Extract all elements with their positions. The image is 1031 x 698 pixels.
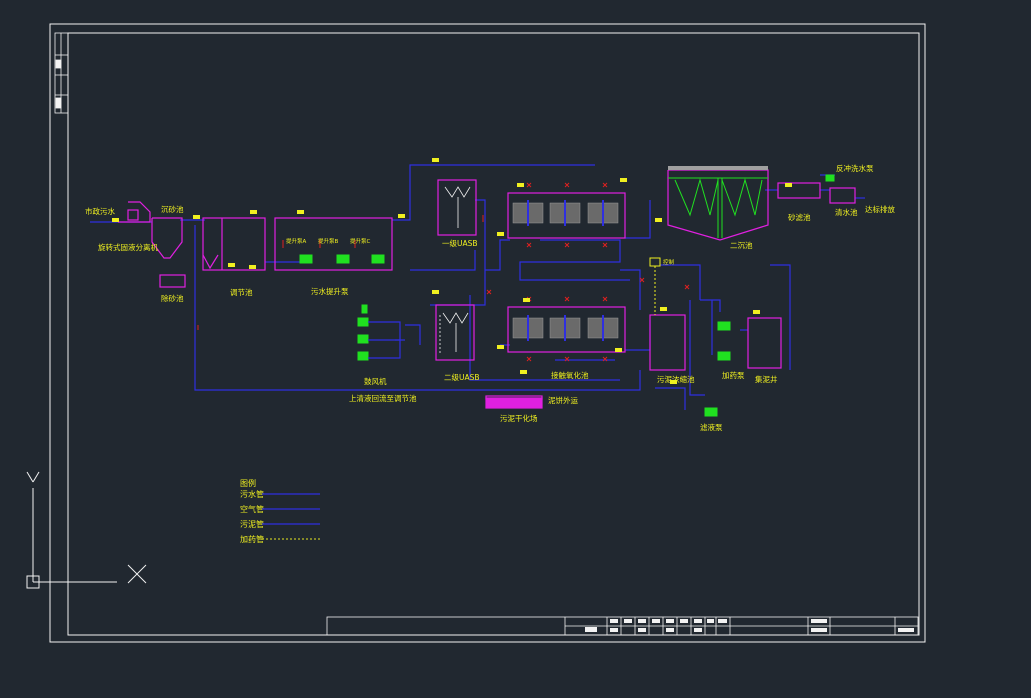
clarifier-bridge — [668, 166, 768, 170]
label-backwash: 反冲洗水泵 — [836, 163, 874, 173]
grit-bin-shape — [159, 274, 186, 288]
valve-markers — [197, 182, 690, 362]
sand-filter-shape — [777, 182, 821, 199]
legend-label-0: 污水管 — [240, 489, 264, 499]
control-box — [649, 257, 661, 267]
label-clarifier: 二沉池 — [730, 240, 753, 250]
uasb-internals — [439, 186, 471, 355]
label-sludge-dewater: 污泥干化场 — [500, 413, 538, 423]
filtrate-pump-shape — [704, 407, 718, 417]
label-sewage-inlet: 市政污水 — [85, 206, 115, 216]
contact-oxidation-lower — [507, 306, 626, 353]
equalization-tank-shape — [202, 217, 266, 271]
label-blower: 鼓风机 — [364, 376, 387, 386]
uasb-1-shape — [437, 179, 477, 236]
label-contact-oxidation: 接触氧化池 — [551, 370, 589, 380]
label-uasb-2: 二级UASB — [444, 372, 480, 382]
oxidation-media — [512, 202, 619, 339]
outer-frame — [49, 23, 926, 643]
legend: 图例 污水管 空气管 污泥管 加药管 — [240, 478, 320, 544]
clear-water-shape — [829, 187, 856, 204]
sewage-pipes — [90, 164, 865, 410]
label-pump-b: 提升泵B — [318, 237, 339, 245]
blower-pipes — [368, 321, 401, 359]
clarifier-internals — [668, 177, 768, 238]
label-control: 控制 — [663, 258, 675, 266]
sludge-pump-shape — [717, 351, 731, 361]
equipment-tags — [112, 158, 792, 384]
label-dosing-pump: 加药泵 — [722, 370, 745, 380]
legend-label-2: 污泥管 — [240, 519, 264, 529]
label-clear-water: 清水池 — [835, 207, 858, 217]
hydrolysis-tank-shape — [274, 217, 393, 271]
grit-chamber-shape — [151, 217, 183, 259]
binding-strip — [54, 32, 69, 114]
label-grit-bin: 除砂池 — [161, 293, 184, 303]
reuse-well-shape — [747, 317, 782, 369]
label-screen: 旋转式固液分离机 — [98, 242, 158, 252]
label-discharge: 达标排放 — [865, 204, 895, 214]
screen-unit — [118, 201, 151, 223]
label-sludge-out: 泥饼外运 — [548, 395, 578, 405]
label-reuse-well: 集泥井 — [755, 374, 778, 384]
title-block — [326, 616, 919, 636]
submersible-pumps — [299, 254, 385, 264]
process-units — [118, 169, 856, 409]
sludge-thickener-shape — [649, 314, 686, 371]
contact-oxidation-upper — [507, 192, 626, 239]
uasb-2-shape — [435, 304, 475, 361]
legend-label-3: 加药管 — [240, 534, 264, 544]
label-sand-filter: 砂滤池 — [788, 212, 811, 222]
label-uasb-1: 一级UASB — [442, 238, 478, 248]
label-pump-a: 提升泵A — [286, 237, 307, 245]
legend-label-1: 空气管 — [240, 504, 264, 514]
label-sludge-thickener: 污泥浓缩池 — [657, 374, 695, 384]
ucs-icon — [26, 471, 147, 589]
oxidation-dividers — [527, 200, 604, 341]
auxiliary-pumps — [704, 174, 835, 417]
blower-group — [357, 304, 369, 361]
label-equalization: 调节池 — [230, 287, 253, 297]
label-filtrate-pump: 滤液泵 — [700, 422, 723, 432]
label-pump-c: 提升泵C — [350, 237, 371, 245]
label-hydrolysis: 污水提升泵 — [311, 286, 349, 296]
legend-title: 图例 — [240, 478, 256, 488]
label-blower-note: 上清液回流至调节池 — [349, 393, 417, 403]
dosing-pump-shape — [717, 321, 731, 331]
backwash-pump-shape — [825, 174, 835, 182]
inner-frame — [67, 32, 920, 636]
label-grit-chamber: 沉砂池 — [161, 204, 184, 214]
dewater-shape — [485, 397, 543, 409]
